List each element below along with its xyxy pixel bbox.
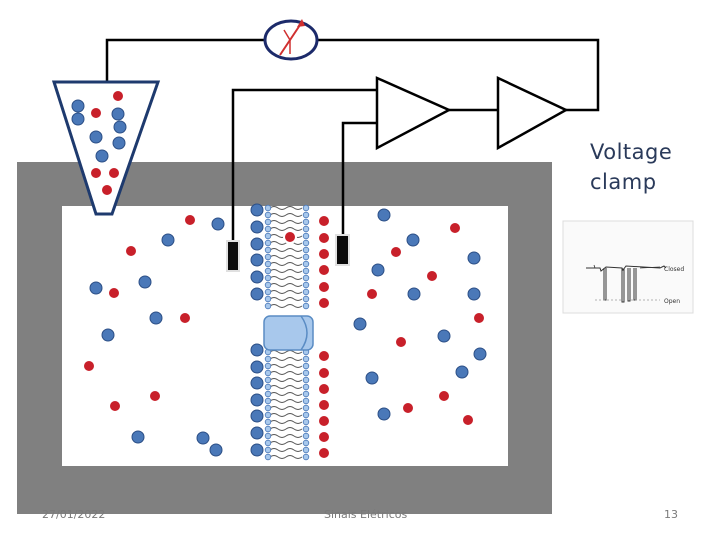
electrode-right xyxy=(335,234,350,266)
trace-label-open: Open xyxy=(664,298,680,305)
voltage-clamp-label: Voltage clamp xyxy=(590,137,672,197)
amplifier-2 xyxy=(496,76,569,151)
electrode-left xyxy=(226,240,240,272)
footer-title: Sinais Elétricos xyxy=(324,508,408,521)
lipid-bilayer xyxy=(264,204,310,461)
pipette xyxy=(51,80,161,216)
bath-ions xyxy=(82,208,487,457)
circuit-wires xyxy=(105,38,600,243)
footer-date: 27/01/2022 xyxy=(42,508,106,521)
membrane-ions xyxy=(250,203,331,460)
footer-page-number: 13 xyxy=(664,508,678,521)
voltage-clamp-line2: clamp xyxy=(590,170,657,194)
ion-channel xyxy=(263,315,314,351)
amplifier-1 xyxy=(375,76,452,151)
channel-trace-panel: Closed Open xyxy=(562,220,694,314)
ammeter-icon xyxy=(263,19,319,61)
trace-label-closed: Closed xyxy=(664,266,684,273)
voltage-clamp-line1: Voltage xyxy=(590,140,673,164)
